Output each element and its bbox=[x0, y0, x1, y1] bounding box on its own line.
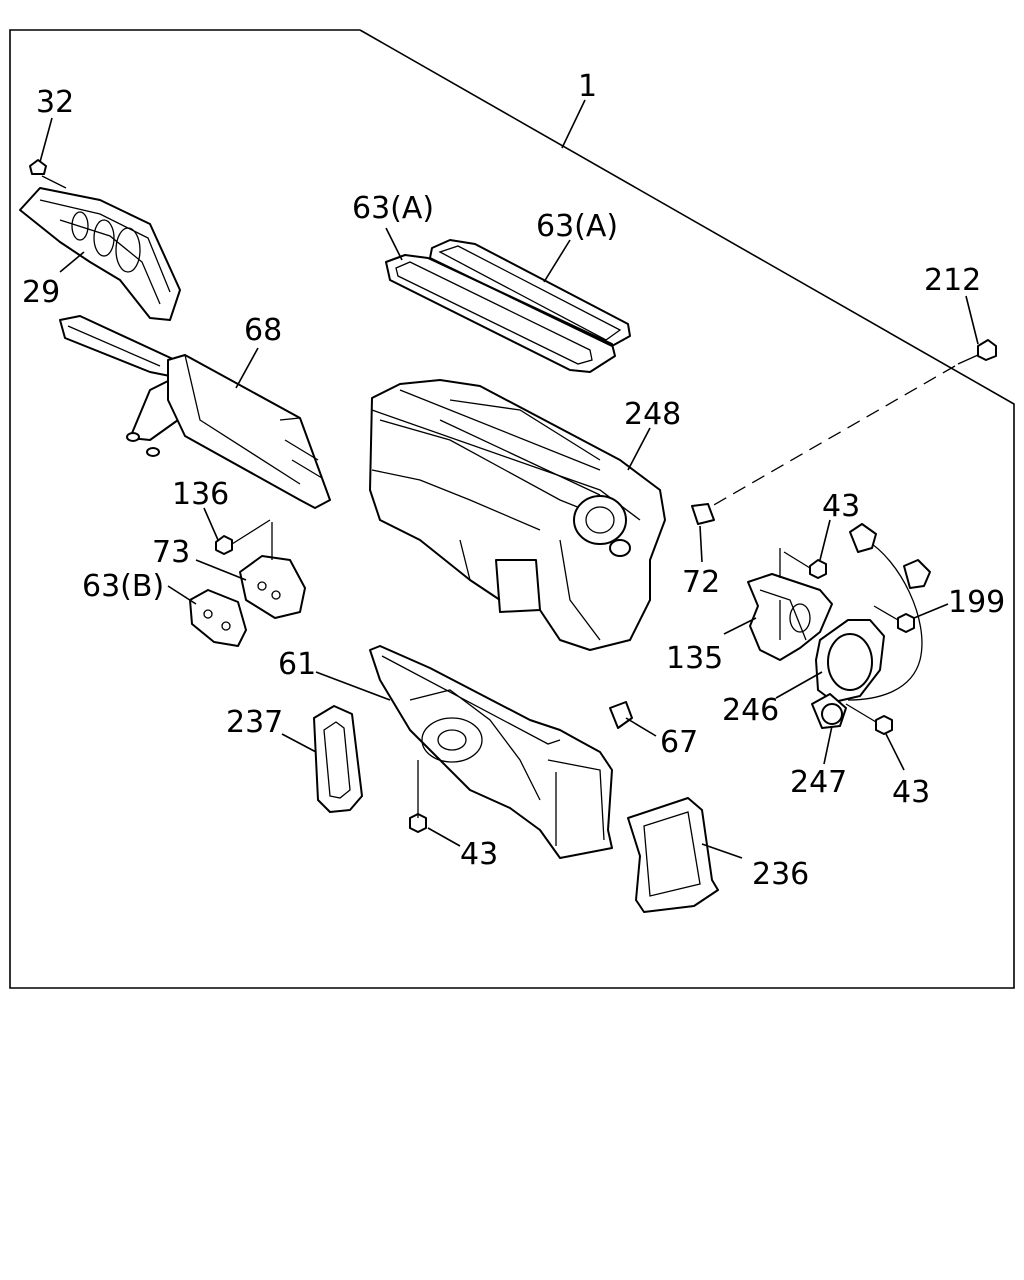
part-63b-gasket bbox=[189, 589, 247, 647]
callout-63b: 63(B) bbox=[82, 569, 164, 604]
part-43-bottom-screw bbox=[409, 760, 427, 833]
callout-236: 236 bbox=[752, 857, 809, 892]
callout-135: 135 bbox=[666, 641, 723, 676]
callout-199: 199 bbox=[948, 585, 1005, 620]
callout-1: 1 bbox=[578, 69, 597, 104]
callout-246: 246 bbox=[722, 693, 779, 728]
callout-32: 32 bbox=[36, 85, 74, 120]
part-61-blower-case bbox=[369, 645, 613, 859]
part-63a-seals bbox=[385, 239, 631, 373]
callout-29: 29 bbox=[22, 275, 60, 310]
part-247-resistor bbox=[811, 693, 847, 729]
part-237-seal bbox=[313, 705, 363, 813]
callout-67: 67 bbox=[660, 725, 698, 760]
part-72-clip bbox=[691, 503, 715, 525]
part-212-reference-line bbox=[704, 365, 956, 511]
part-73-gasket bbox=[239, 522, 306, 619]
part-236-frame bbox=[627, 797, 719, 913]
callout-61: 61 bbox=[278, 647, 316, 682]
callout-43-bottom: 43 bbox=[460, 837, 498, 872]
part-212-screw bbox=[957, 339, 997, 365]
part-199-screw bbox=[873, 605, 915, 633]
part-43-right-screw bbox=[845, 703, 893, 735]
part-136-screw bbox=[215, 519, 271, 555]
callout-237: 237 bbox=[226, 705, 283, 740]
part-43-top-screw bbox=[783, 551, 827, 579]
callout-63a-left: 63(A) bbox=[352, 191, 434, 226]
callout-73: 73 bbox=[152, 535, 190, 570]
part-135-actuator bbox=[747, 548, 833, 661]
callout-136: 136 bbox=[172, 477, 229, 512]
callout-212: 212 bbox=[924, 263, 981, 298]
part-67-clip bbox=[609, 701, 633, 729]
callout-63a-right: 63(A) bbox=[536, 209, 618, 244]
part-68-heater-core bbox=[59, 315, 331, 509]
callout-248: 248 bbox=[624, 397, 681, 432]
part-248-heater-unit-case bbox=[369, 379, 666, 651]
callout-72: 72 bbox=[682, 565, 720, 600]
part-246-motor bbox=[815, 523, 931, 703]
callout-247: 247 bbox=[790, 765, 847, 800]
assembly-boundary-frame bbox=[9, 29, 1015, 989]
callout-43-right: 43 bbox=[892, 775, 930, 810]
part-32-screw bbox=[29, 159, 67, 189]
callout-68: 68 bbox=[244, 313, 282, 348]
leader-lines bbox=[39, 99, 979, 859]
callout-43-top: 43 bbox=[822, 489, 860, 524]
